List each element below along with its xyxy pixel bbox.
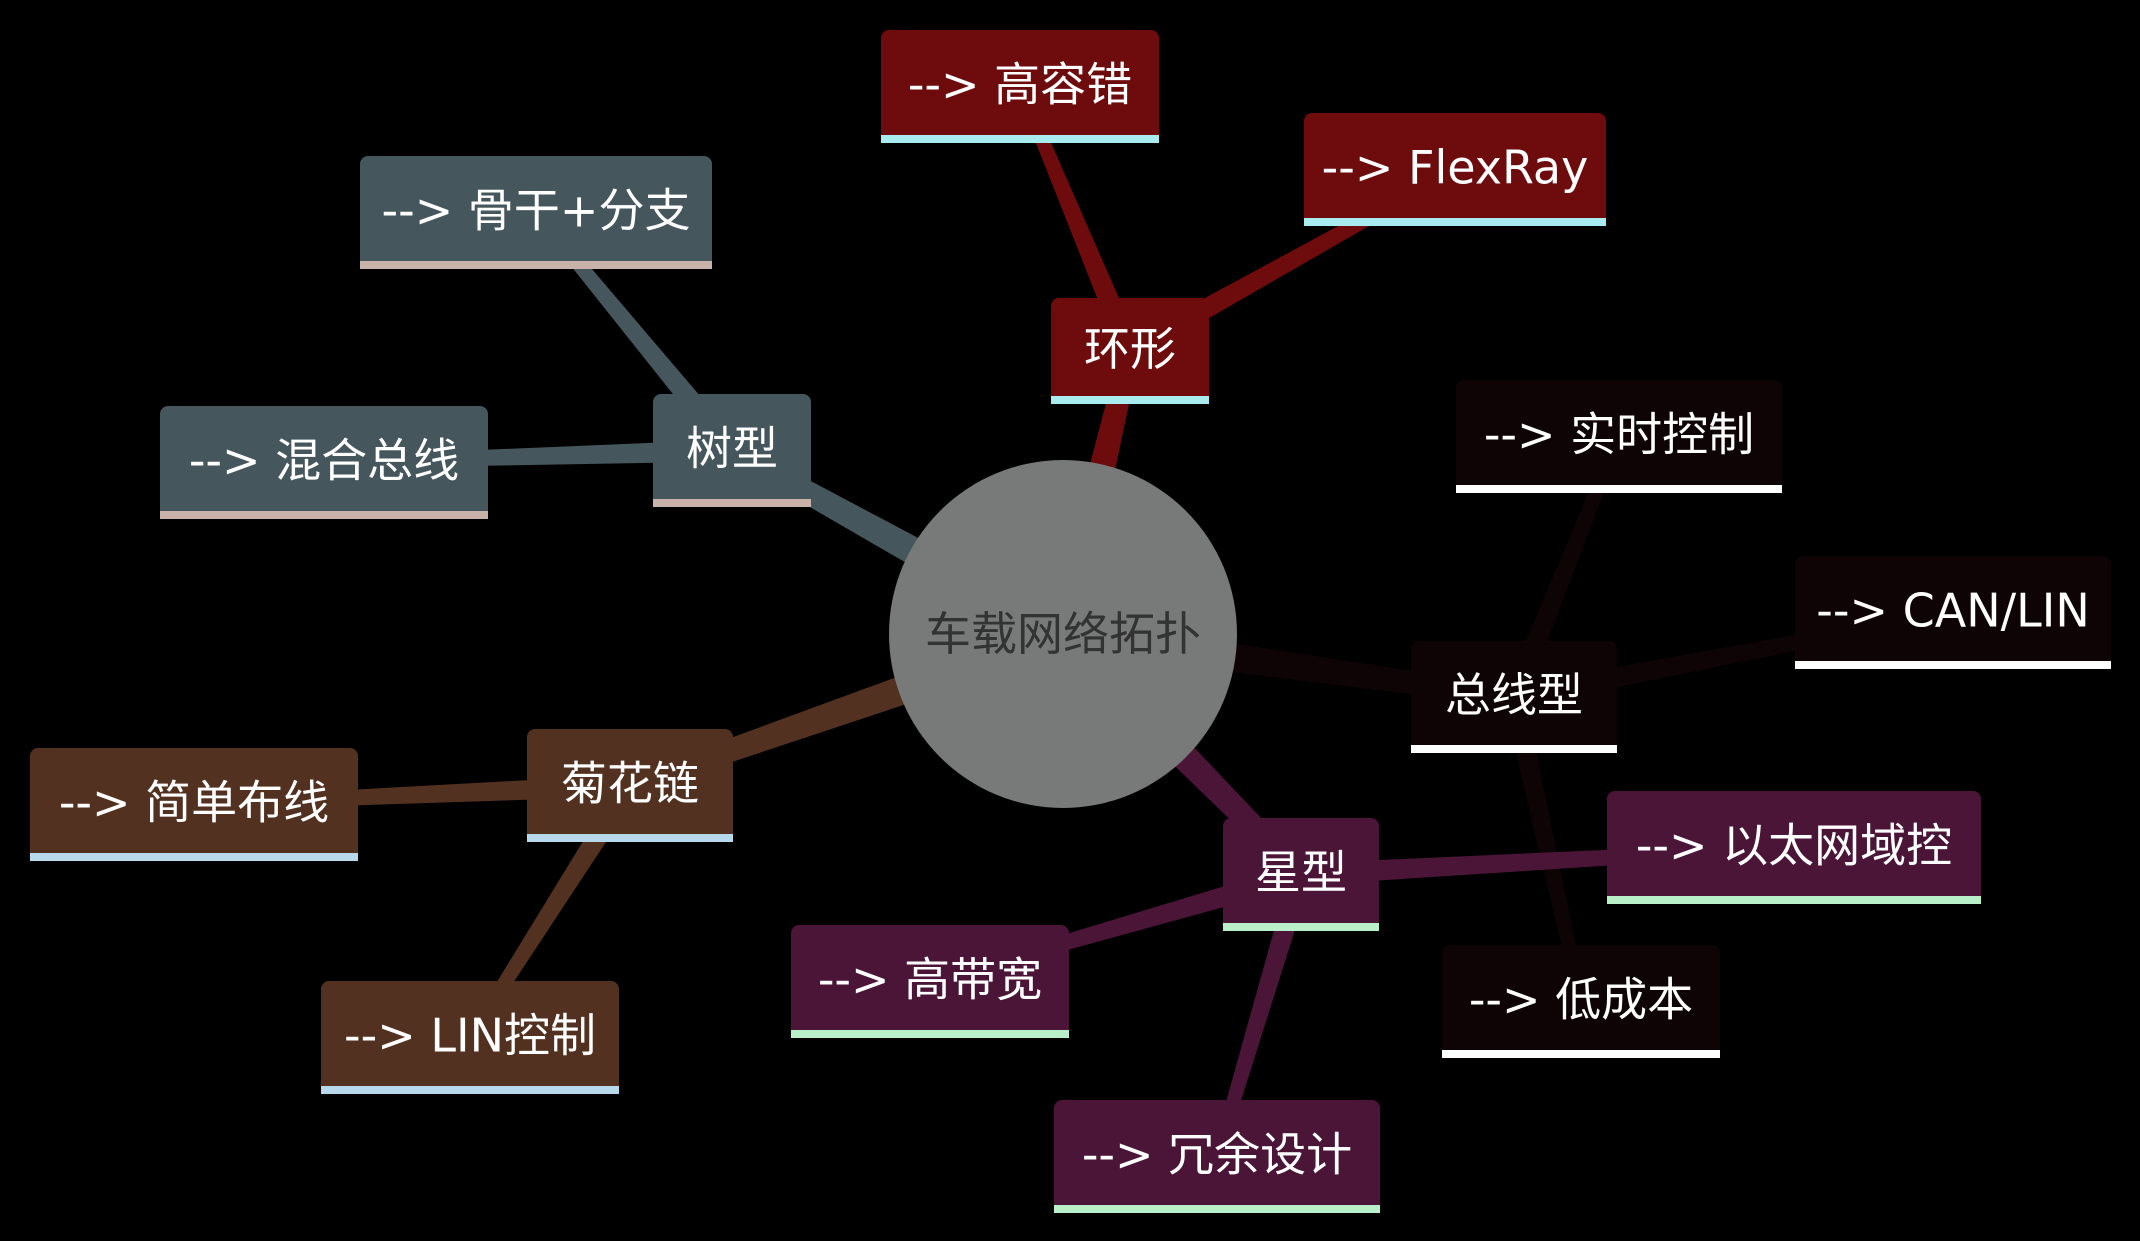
- leaf-star-3-box: [1054, 1100, 1380, 1213]
- leaf-star-2-box: [791, 925, 1069, 1038]
- leaf-tree-2-label: --> 混合总线: [189, 434, 459, 488]
- leaf-daisy-2-label: --> LIN控制: [344, 1009, 596, 1063]
- leaf-star-1-box: [1607, 791, 1981, 904]
- leaf-star-3-underline: [1054, 1205, 1380, 1213]
- branch-bus-label: 总线型: [1445, 668, 1583, 722]
- leaf-daisy-1-label: --> 简单布线: [59, 776, 329, 830]
- leaf-star-1-underline: [1607, 896, 1981, 904]
- branch-star-label: 星型: [1255, 846, 1347, 900]
- leaf-bus-1-box: [1456, 380, 1782, 493]
- leaf-bus-3-underline: [1442, 1050, 1720, 1058]
- leaf-ring-2-box: [1304, 113, 1606, 226]
- edge-ring-ring-1: [1014, 84, 1141, 356]
- leaf-star-2-label: --> 高带宽: [818, 953, 1042, 1007]
- branch-star-box: [1223, 818, 1379, 931]
- leaf-tree-1-box: [360, 156, 712, 269]
- leaf-star-3-label: --> 冗余设计: [1082, 1128, 1352, 1182]
- branch-daisy-label: 菊花链: [561, 757, 699, 811]
- leaf-bus-1[interactable]: --> 实时控制: [1456, 380, 1782, 493]
- branch-bus[interactable]: 总线型: [1411, 641, 1617, 753]
- leaf-bus-3-box: [1442, 945, 1720, 1058]
- leaf-bus-1-label: --> 实时控制: [1484, 408, 1754, 462]
- leaf-bus-2[interactable]: --> CAN/LIN: [1795, 556, 2111, 669]
- branch-daisy-underline: [527, 834, 733, 842]
- branch-daisy-box: [527, 729, 733, 842]
- leaf-ring-1[interactable]: --> 高容错: [881, 30, 1159, 143]
- branch-tree-underline: [653, 499, 811, 507]
- leaf-ring-1-label: --> 高容错: [908, 58, 1132, 112]
- leaf-daisy-1-box: [30, 748, 358, 861]
- leaf-tree-1[interactable]: --> 骨干+分支: [360, 156, 712, 269]
- leaf-star-2[interactable]: --> 高带宽: [791, 925, 1069, 1038]
- leaf-star-3[interactable]: --> 冗余设计: [1054, 1100, 1380, 1213]
- leaf-tree-1-label: --> 骨干+分支: [382, 184, 691, 238]
- branch-daisy[interactable]: 菊花链: [527, 729, 733, 842]
- leaf-ring-1-box: [881, 30, 1159, 143]
- leaf-daisy-1[interactable]: --> 简单布线: [30, 748, 358, 861]
- edge-bus-bus-1: [1503, 434, 1625, 702]
- leaf-star-1[interactable]: --> 以太网域控: [1607, 791, 1981, 904]
- branch-ring[interactable]: 环形: [1051, 298, 1209, 404]
- branch-bus-box: [1411, 641, 1617, 753]
- leaf-star-2-underline: [791, 1030, 1069, 1038]
- edge-daisy-daisy-2: [464, 779, 640, 1041]
- leaf-tree-2-box: [160, 406, 488, 519]
- leaf-daisy-2[interactable]: --> LIN控制: [321, 981, 619, 1094]
- leaf-star-1-label: --> 以太网域控: [1636, 819, 1952, 873]
- leaf-bus-2-label: --> CAN/LIN: [1816, 584, 2089, 638]
- branch-star-underline: [1223, 923, 1379, 931]
- nodes-layer: 环形 --> 高容错 --> FlexRay 总线型 --> 实时控制 --> CAN/L…: [30, 30, 2111, 1213]
- root-circle: [889, 460, 1237, 808]
- root-node[interactable]: 车载网络拓扑: [889, 460, 1237, 808]
- leaf-ring-2-label: --> FlexRay: [1322, 141, 1589, 195]
- branch-star[interactable]: 星型: [1223, 818, 1379, 931]
- branch-ring-underline: [1051, 396, 1209, 404]
- edge-star-star-3: [1211, 871, 1312, 1159]
- leaf-daisy-2-underline: [321, 1086, 619, 1094]
- leaf-bus-3[interactable]: --> 低成本: [1442, 945, 1720, 1058]
- leaf-ring-1-underline: [881, 135, 1159, 143]
- leaf-daisy-1-underline: [30, 853, 358, 861]
- root-label: 车载网络拓扑: [925, 607, 1201, 661]
- leaf-bus-2-box: [1795, 556, 2111, 669]
- leaf-tree-2-underline: [160, 511, 488, 519]
- leaf-ring-2[interactable]: --> FlexRay: [1304, 113, 1606, 226]
- edge-bus-bus-3: [1503, 694, 1587, 1003]
- leaf-bus-1-underline: [1456, 485, 1782, 493]
- leaf-tree-2[interactable]: --> 混合总线: [160, 406, 488, 519]
- leaf-bus-2-underline: [1795, 661, 2111, 669]
- branch-ring-label: 环形: [1084, 322, 1176, 376]
- leaf-tree-1-underline: [360, 261, 712, 269]
- branch-tree-box: [653, 394, 811, 507]
- branch-tree[interactable]: 树型: [653, 394, 811, 507]
- branch-tree-label: 树型: [686, 422, 778, 476]
- leaf-ring-2-underline: [1304, 218, 1606, 226]
- leaf-daisy-2-box: [321, 981, 619, 1094]
- branch-ring-box: [1051, 298, 1209, 404]
- leaf-bus-3-label: --> 低成本: [1469, 973, 1693, 1027]
- branch-bus-underline: [1411, 745, 1617, 753]
